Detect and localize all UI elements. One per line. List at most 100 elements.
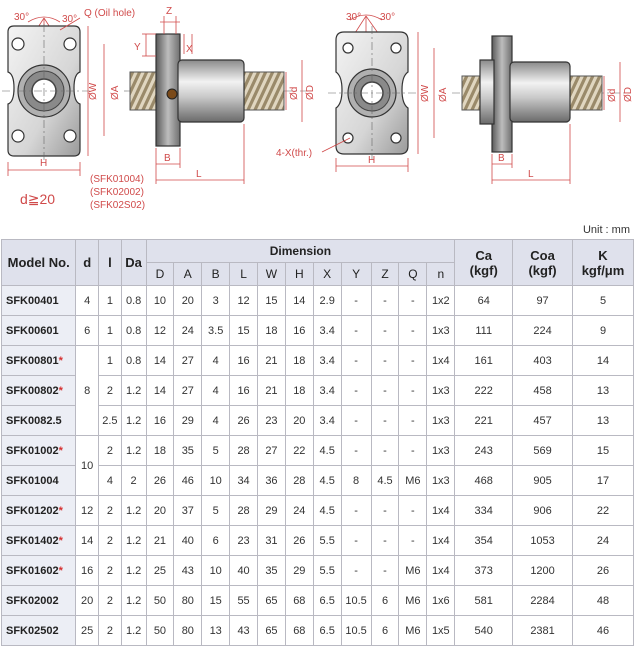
star-mark: *	[58, 564, 63, 577]
cell-dim-b: 5	[201, 495, 231, 526]
cell-ca: 64	[454, 285, 514, 316]
cell-dim-z: -	[370, 285, 400, 316]
cell-model: SFK01602*	[0, 555, 77, 586]
cell-dim-d: 50	[145, 585, 175, 616]
cell-dim-d: 21	[145, 525, 175, 556]
cell-da: 1.2	[120, 525, 147, 556]
cell-dim-l: 34	[229, 465, 258, 496]
cell-dim-h: 16	[284, 315, 314, 346]
cell-dim-b: 4	[201, 375, 231, 406]
cell-dim-x: 3.4	[312, 375, 342, 406]
cell-model: SFK02502	[0, 615, 77, 646]
technical-drawings: 30° 30° ØW ØA H Q (Oil hole)	[2, 6, 634, 211]
cell-dim-n: 1x3	[426, 405, 456, 436]
cell-dim-y: -	[340, 315, 372, 346]
cell-dim-y: -	[340, 555, 372, 586]
dim-h-label-2: H	[368, 155, 375, 166]
header-dim-y: Y	[340, 262, 372, 286]
cell-dim-n: 1x3	[426, 315, 456, 346]
cell-l: 2.5	[98, 405, 122, 436]
angle-label-2: 30°	[62, 14, 77, 25]
cell-coa: 2381	[512, 615, 573, 646]
cell-dim-h: 18	[284, 375, 314, 406]
cell-dim-z: -	[370, 345, 400, 376]
cell-dim-d: 50	[145, 615, 175, 646]
cell-dim-a: 35	[173, 435, 203, 466]
cell-dim-l: 28	[229, 495, 258, 526]
cell-dim-y: 8	[340, 465, 372, 496]
cell-dim-n: 1x4	[426, 525, 456, 556]
dim-dw-label-1: ØW	[88, 82, 99, 100]
cell-dim-q: -	[398, 315, 428, 346]
cell-dim-l: 15	[229, 315, 258, 346]
cell-dim-h: 18	[284, 345, 314, 376]
angle-label-4: 30°	[380, 12, 395, 23]
cell-coa: 2284	[512, 585, 573, 616]
cell-dim-y: -	[340, 345, 372, 376]
cell-dim-y: -	[340, 285, 372, 316]
cell-dim-y: -	[340, 525, 372, 556]
cell-dim-n: 1x3	[426, 375, 456, 406]
cell-dim-d: 16	[145, 405, 175, 436]
cell-coa: 1200	[512, 555, 573, 586]
cell-dim-b: 4	[201, 345, 231, 376]
cell-dim-l: 43	[229, 615, 258, 646]
cell-l: 1	[98, 345, 122, 376]
cell-l: 1	[98, 285, 122, 316]
oil-hole-label: Q (Oil hole)	[84, 8, 135, 19]
star-mark: *	[58, 384, 63, 397]
cell-dim-a: 46	[173, 465, 203, 496]
flange-front-view-2: 30° 30° ØW ØA H 4-X(thr.)	[276, 12, 449, 172]
cell-l: 4	[98, 465, 122, 496]
cell-dim-z: 4.5	[370, 465, 400, 496]
cell-dim-q: -	[398, 405, 428, 436]
cell-dim-l: 23	[229, 525, 258, 556]
cell-dim-n: 1x5	[426, 615, 456, 646]
cell-coa: 906	[512, 495, 573, 526]
cell-model: SFK01402*	[0, 525, 77, 556]
cell-k: 24	[572, 525, 634, 556]
cell-dim-x: 6.5	[312, 585, 342, 616]
cell-dim-x: 3.4	[312, 315, 342, 346]
cell-d: 16	[75, 555, 100, 586]
cell-k: 46	[572, 615, 634, 646]
star-mark: *	[58, 354, 63, 367]
cell-dim-z: 6	[370, 615, 400, 646]
cell-dim-a: 80	[173, 585, 203, 616]
dim-b-label-2: B	[498, 153, 505, 164]
cell-dim-l: 40	[229, 555, 258, 586]
dim-l-label-1: L	[196, 169, 202, 180]
cell-dim-z: -	[370, 315, 400, 346]
cell-dim-b: 13	[201, 615, 231, 646]
cell-coa: 905	[512, 465, 573, 496]
cell-dim-x: 3.4	[312, 405, 342, 436]
flange-front-view-1: 30° 30° ØW ØA H Q (Oil hole)	[2, 8, 135, 176]
dim-dd-big-label-1: ØD	[305, 85, 316, 100]
cell-k: 48	[572, 585, 634, 616]
header-dim-x: X	[312, 262, 342, 286]
cell-dim-l: 16	[229, 345, 258, 376]
cell-l: 2	[98, 495, 122, 526]
cell-dim-w: 65	[257, 585, 286, 616]
dnote-label: d≧20	[20, 191, 55, 207]
header-da: Da	[120, 239, 147, 286]
cell-dim-h: 26	[284, 525, 314, 556]
cell-l: 2	[98, 525, 122, 556]
cell-dim-n: 1x3	[426, 435, 456, 466]
cell-dim-a: 27	[173, 375, 203, 406]
header-dim-n: n	[426, 262, 456, 286]
cell-dim-q: -	[398, 525, 428, 556]
cell-ca: 540	[454, 615, 514, 646]
model-note-3: (SFK02S02)	[90, 200, 145, 211]
cell-l: 2	[98, 555, 122, 586]
dim-h-label-1: H	[40, 158, 47, 169]
cell-dim-d: 26	[145, 465, 175, 496]
cell-coa: 569	[512, 435, 573, 466]
cell-k: 5	[572, 285, 634, 316]
cell-dim-w: 18	[257, 315, 286, 346]
cell-dim-y: 10.5	[340, 615, 372, 646]
cell-da: 1.2	[120, 435, 147, 466]
cell-dim-a: 27	[173, 345, 203, 376]
